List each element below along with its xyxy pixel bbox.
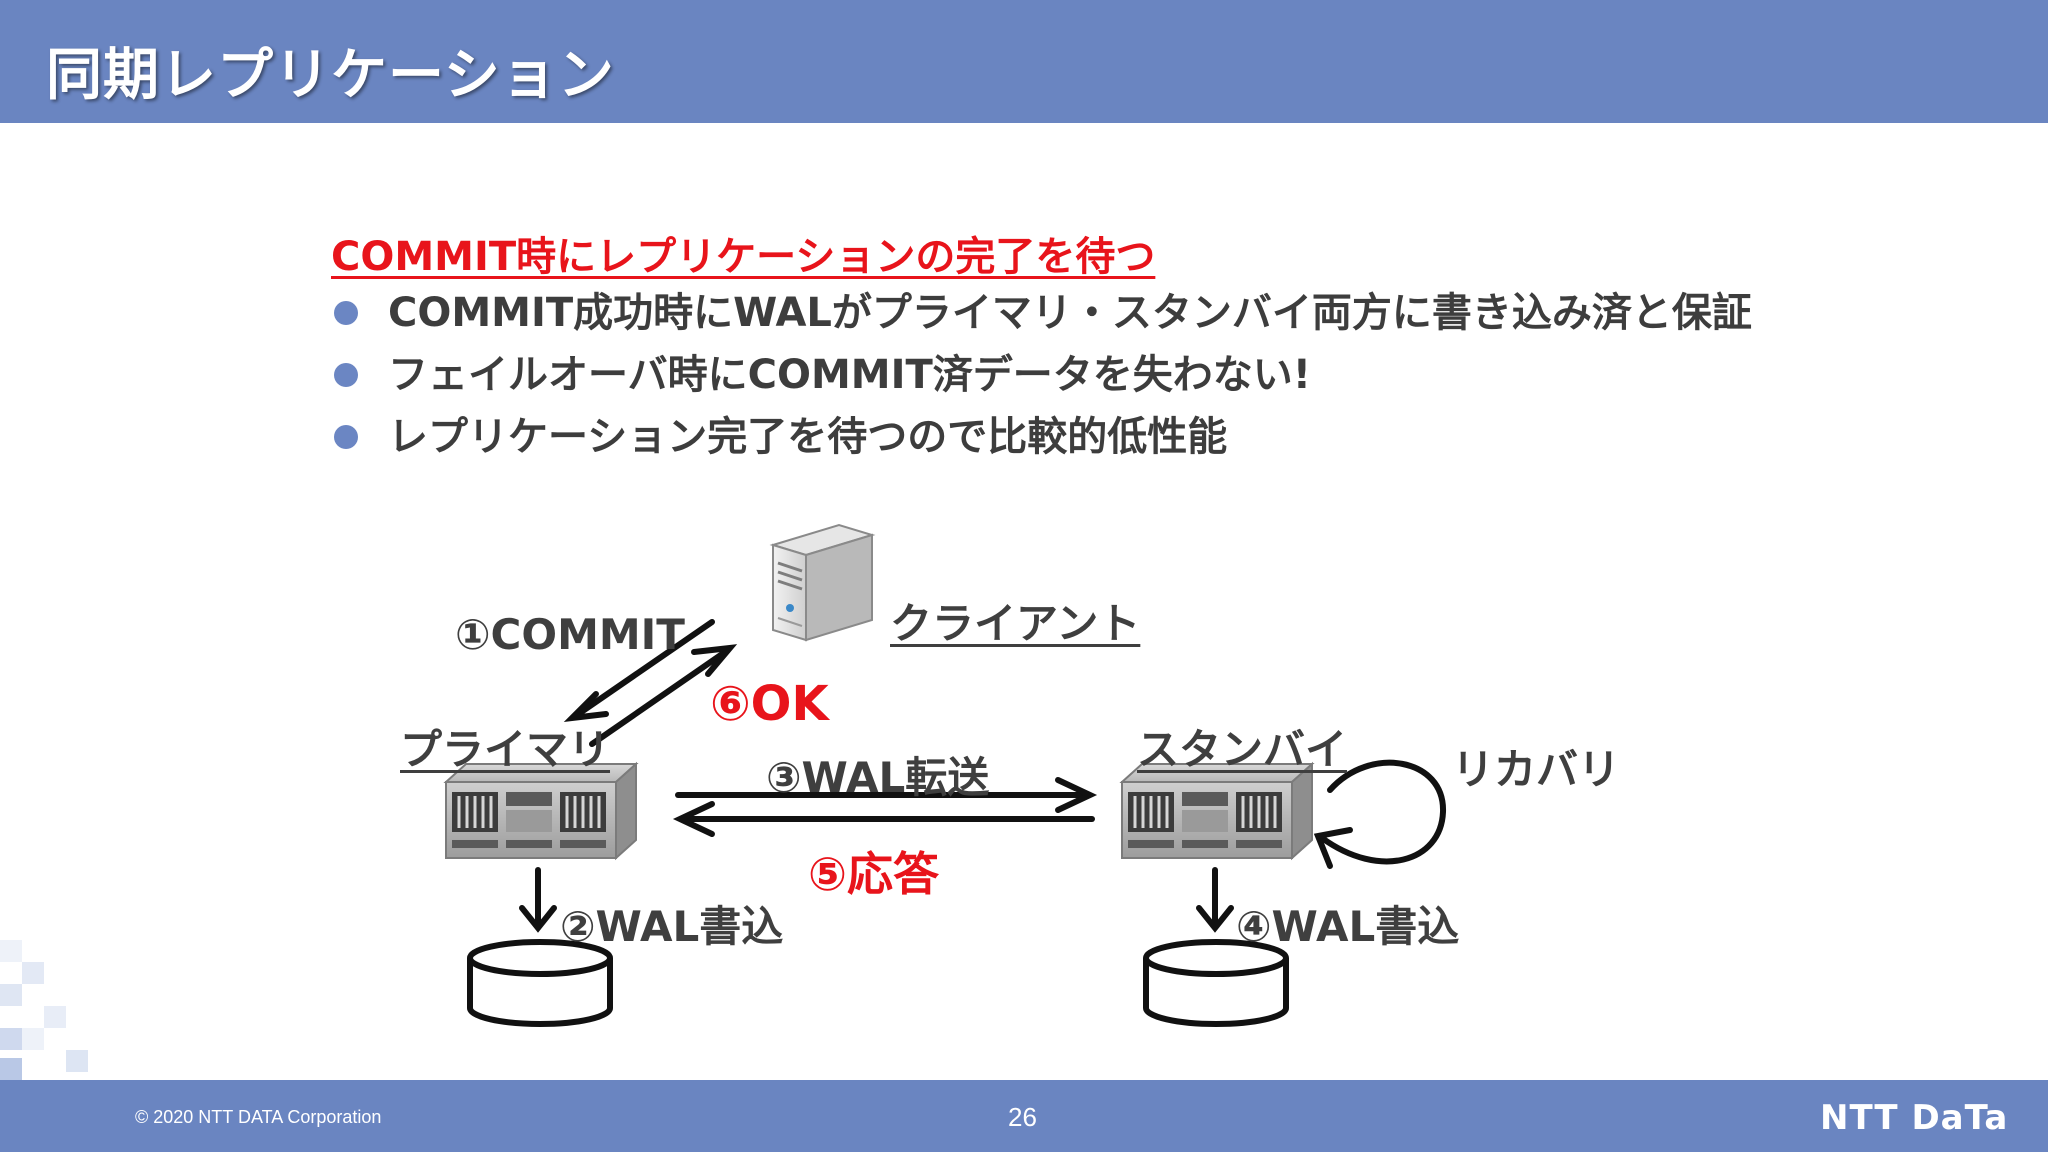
wal-transfer-label: ③WAL転送	[766, 753, 990, 802]
company-logo: NTT DaTa	[1820, 1098, 2009, 1138]
standby-write-arrow	[1196, 867, 1234, 933]
commit-label: ①COMMIT	[455, 610, 685, 659]
bullet-text: COMMIT成功時にWALがプライマリ・スタンバイ両方に書き込み済と保証	[388, 290, 1752, 336]
recovery-label: リカバリ	[1452, 745, 1621, 794]
bullet-item: レプリケーション完了を待つので比較的低性能	[330, 406, 1752, 468]
bullet-list: COMMIT成功時にWALがプライマリ・スタンバイ両方に書き込み済と保証 フェイ…	[330, 282, 1752, 468]
bullet-dot-icon	[334, 363, 358, 387]
standby-label: スタンバイ	[1137, 725, 1348, 774]
standby-disk-icon	[1143, 939, 1289, 1027]
header-bar: 同期レプリケーション	[0, 0, 2048, 123]
bullet-text: レプリケーション完了を待つので比較的低性能	[388, 414, 1228, 460]
recovery-loop-arrow	[1313, 759, 1447, 869]
bullet-item: COMMIT成功時にWALがプライマリ・スタンバイ両方に書き込み済と保証	[330, 282, 1752, 344]
primary-server-icon	[443, 761, 639, 861]
primary-write-arrow	[519, 867, 557, 933]
standby-server-icon	[1119, 761, 1315, 861]
bullet-dot-icon	[334, 301, 358, 325]
primary-disk-icon	[467, 939, 613, 1027]
ok-label: ⑥OK	[710, 676, 829, 732]
client-server-icon	[769, 523, 876, 642]
wal-transfer-arrow	[675, 777, 1098, 813]
primary-label: プライマリ	[400, 725, 611, 774]
bullet-item: フェイルオーバ時にCOMMIT済データを失わない!	[330, 344, 1752, 406]
commit-arrow	[563, 619, 715, 722]
footer-bar	[0, 1080, 2048, 1152]
response-label: ⑤応答	[808, 847, 939, 901]
slide-subtitle: COMMIT時にレプリケーションの完了を待つ	[331, 234, 1156, 280]
copyright-text: © 2020 NTT DATA Corporation	[135, 1107, 382, 1127]
client-label: クライアント	[890, 599, 1141, 648]
standby-wal-write-label: ④WAL書込	[1236, 902, 1460, 951]
page-number: 26	[1008, 1102, 1037, 1132]
bullet-text: フェイルオーバ時にCOMMIT済データを失わない!	[388, 352, 1311, 398]
primary-wal-write-label: ②WAL書込	[560, 902, 784, 951]
ok-arrow	[589, 644, 738, 747]
bullet-dot-icon	[334, 425, 358, 449]
response-arrow	[672, 801, 1095, 837]
page-title: 同期レプリケーション	[46, 43, 615, 108]
